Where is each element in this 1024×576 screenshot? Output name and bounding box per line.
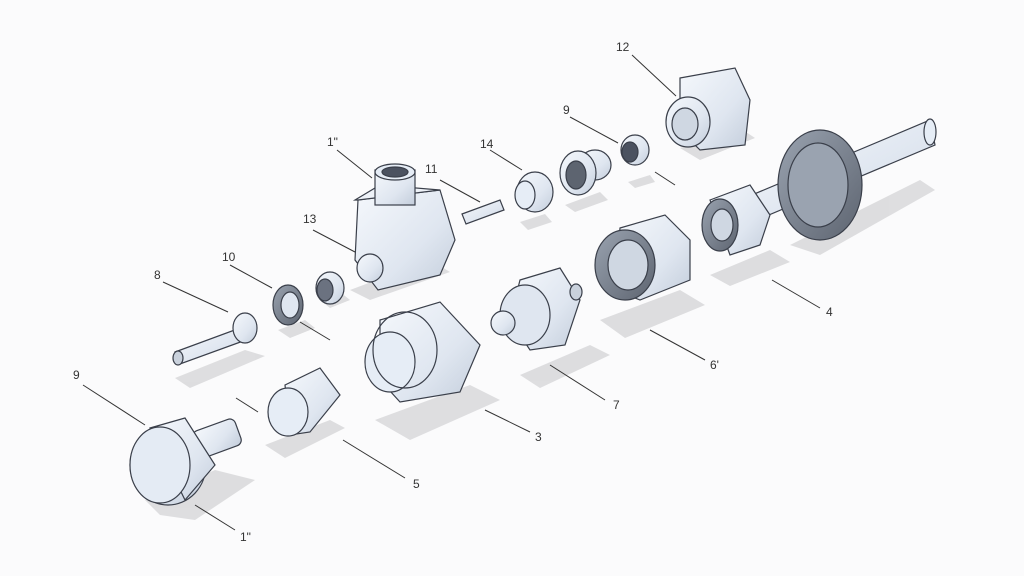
callout-1-top: 1" — [327, 135, 338, 149]
callout-7: 7 — [613, 398, 620, 412]
callout-12: 12 — [616, 40, 630, 54]
part-10-seal — [272, 284, 304, 326]
part-4-shaft-assembly — [701, 118, 937, 256]
part-14-cap — [514, 171, 554, 213]
callout-6: 6' — [710, 358, 719, 372]
part-9-bearing — [620, 134, 650, 166]
part-11-pin — [461, 199, 505, 225]
callout-13: 13 — [303, 212, 317, 226]
part-9-knob — [129, 417, 242, 506]
callout-9-top: 9 — [563, 103, 570, 117]
part-bearing-mid — [559, 149, 612, 196]
part-13-block — [352, 163, 456, 291]
part-12-mount — [665, 67, 751, 151]
part-8-shaft — [172, 312, 258, 366]
callout-5: 5 — [413, 477, 420, 491]
callout-14: 14 — [480, 137, 494, 151]
callout-8: 8 — [154, 268, 161, 282]
part-6-cylinder — [594, 214, 691, 301]
callout-11: 11 — [425, 162, 438, 176]
callout-1-bottom: 1" — [240, 530, 251, 544]
part-bearing-small — [315, 271, 345, 305]
callout-9-bottom: 9 — [73, 368, 80, 382]
leader-lines — [82, 54, 821, 531]
part-5-cap — [267, 367, 341, 437]
callout-3: 3 — [535, 430, 542, 444]
part-3-housing — [364, 301, 481, 403]
part-7-gear — [490, 267, 583, 351]
callout-10: 10 — [222, 250, 236, 264]
callout-4: 4 — [826, 305, 833, 319]
